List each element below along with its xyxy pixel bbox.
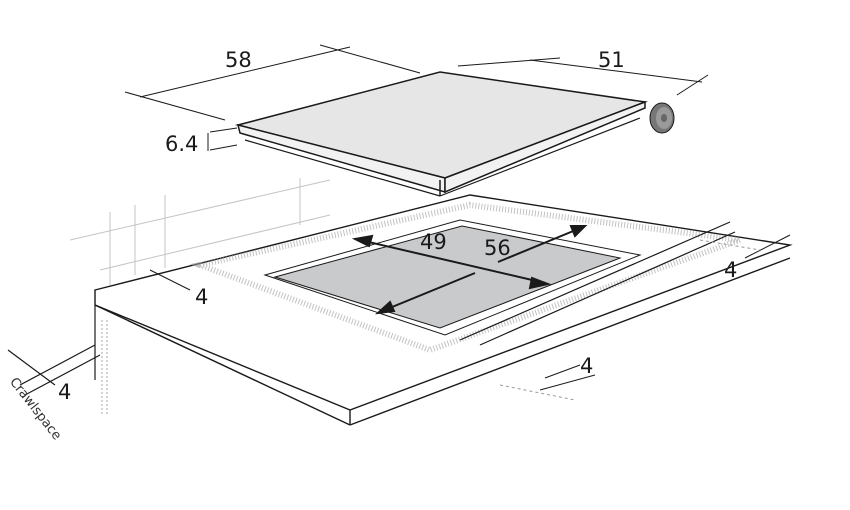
crawlspace-clearance-label: 4 — [58, 380, 72, 404]
cooktop — [235, 71, 648, 197]
cooktop-height-label: 6.4 — [165, 132, 199, 156]
cooktop-depth-label: 51 — [598, 48, 625, 72]
left-clearance-label: 4 — [195, 285, 209, 309]
cooktop-dimension-lines — [124, 44, 709, 151]
cabinet-side — [7, 305, 101, 396]
back-clearance-label: 4 — [724, 258, 738, 282]
cutout-dimension-arrows — [351, 225, 588, 315]
front-clearance-label: 4 — [580, 354, 594, 378]
clearance-dimension-lines — [149, 234, 791, 401]
cutout-depth-label: 49 — [420, 230, 447, 254]
wall-tiles — [69, 178, 331, 285]
knob-icon — [649, 102, 675, 134]
cutout-width-label: 56 — [484, 236, 511, 260]
cooktop-width-label: 58 — [225, 48, 252, 72]
cutout-area — [263, 219, 642, 336]
